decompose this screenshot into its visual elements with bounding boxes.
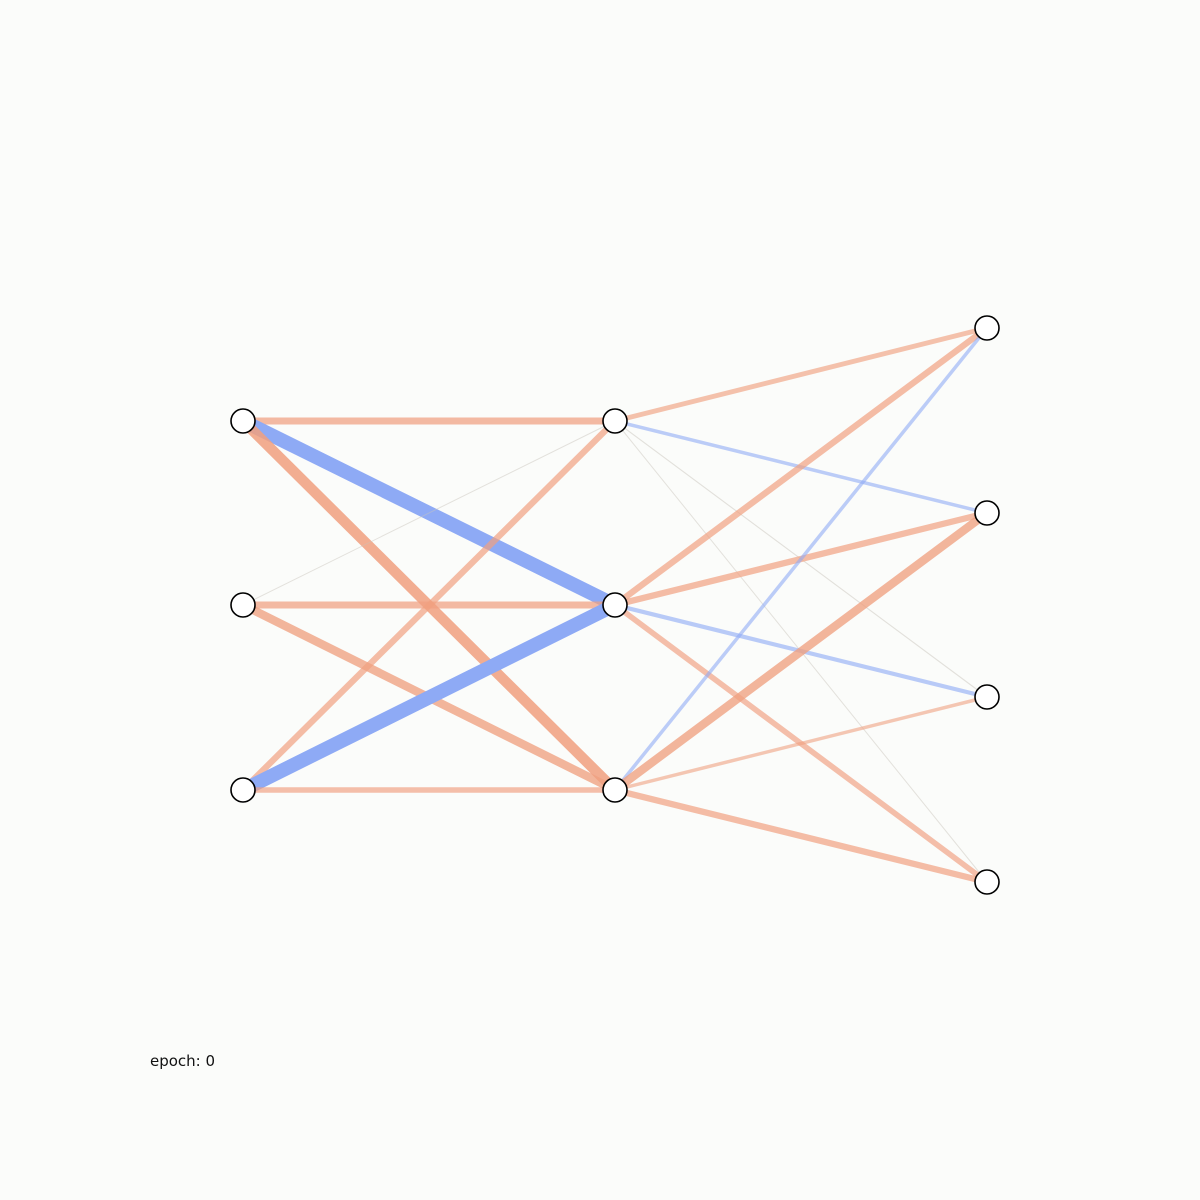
node-l0-0 (230, 408, 256, 434)
edge-l1-2-2 (614, 695, 988, 792)
edge-layer (239, 325, 990, 886)
epoch-label: epoch: 0 (150, 1052, 216, 1070)
edge-l1-2-1 (612, 509, 990, 794)
edge-l0-1-0 (242, 420, 616, 606)
node-l2-1 (974, 500, 1000, 526)
node-l2-0 (974, 315, 1000, 341)
edge-l0-0-1 (239, 414, 619, 612)
node-l1-2 (602, 777, 628, 803)
node-l1-0 (602, 408, 628, 434)
edge-l0-2-0 (240, 418, 618, 793)
edge-l1-2-0 (613, 326, 989, 792)
edge-l1-0-0 (614, 325, 988, 424)
node-layer (230, 315, 1000, 895)
node-l0-1 (230, 592, 256, 618)
edge-l0-2-1 (239, 598, 619, 797)
node-l1-1 (602, 592, 628, 618)
node-l2-2 (974, 684, 1000, 710)
edge-l1-1-0 (613, 325, 989, 608)
node-l2-3 (974, 869, 1000, 895)
node-l0-2 (230, 777, 256, 803)
edge-l1-2-3 (614, 786, 988, 886)
